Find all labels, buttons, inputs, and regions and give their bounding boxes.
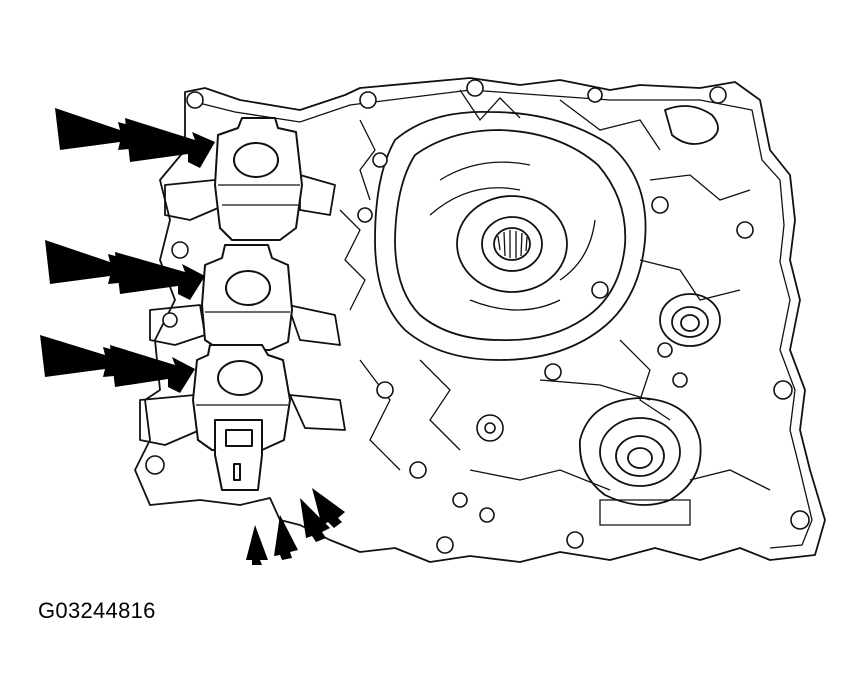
solenoid-bottom [139, 344, 346, 491]
arrow-top-b [125, 118, 215, 168]
arrow-top-a [55, 108, 140, 150]
lower-bore [579, 397, 702, 526]
arrow-connector-b [274, 515, 298, 560]
arrow-mid-b [115, 252, 205, 300]
solenoid-arrows [40, 108, 345, 565]
figure-id-label: G03244816 [38, 598, 156, 623]
arrow-connector-a [246, 525, 268, 565]
arrow-low-a [40, 335, 125, 377]
central-housing [374, 111, 647, 361]
arrow-mid-a [45, 240, 130, 284]
bolt-holes [145, 79, 810, 554]
solenoid-middle [149, 244, 341, 351]
arrow-connector-c [300, 498, 330, 542]
solenoid-top [164, 117, 336, 241]
upper-right-bore [659, 293, 721, 347]
arrow-low-b [110, 345, 195, 393]
plate-ribs [339, 89, 771, 491]
arrow-connector-d [312, 488, 345, 528]
